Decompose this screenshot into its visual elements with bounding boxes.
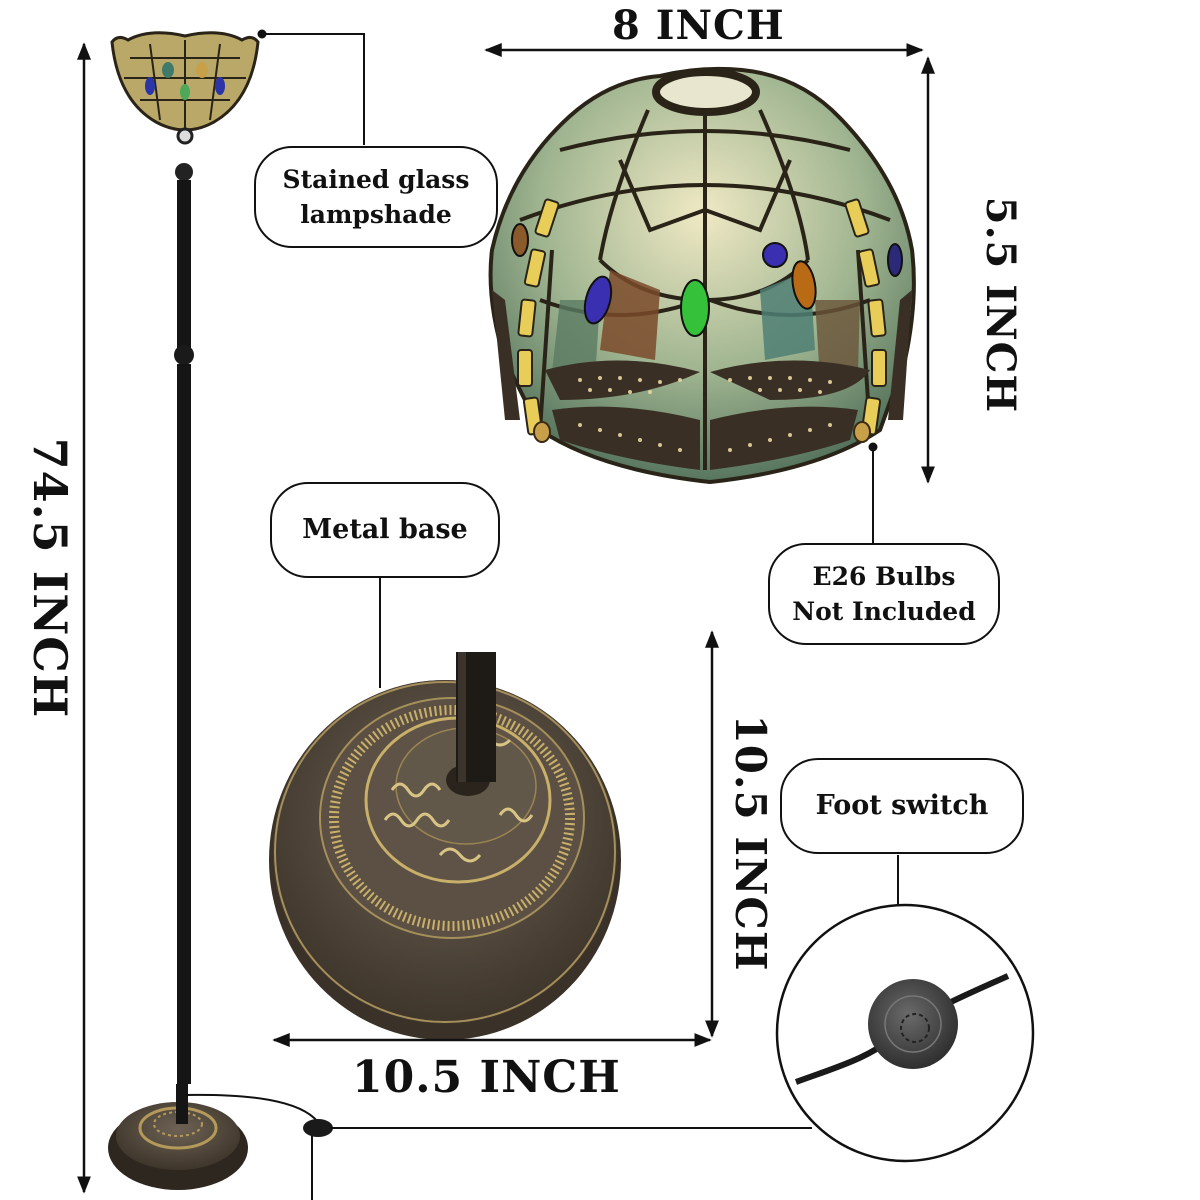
callout-bulbs-line2: Not Included xyxy=(792,597,976,626)
metal-base-closeup xyxy=(269,652,621,1040)
dimension-shade-width: 8 INCH xyxy=(612,2,785,49)
callout-foot-switch: Foot switch xyxy=(780,758,1024,854)
stained-glass-shade-closeup xyxy=(488,66,916,485)
dimension-base-height: 10.5 INCH xyxy=(726,714,775,972)
dimension-shade-height: 5.5 INCH xyxy=(977,196,1024,414)
foot-switch-closeup xyxy=(775,903,1035,1163)
callout-lampshade-line2: lampshade xyxy=(300,200,452,229)
callout-lampshade-line1: Stained glass xyxy=(282,165,470,194)
callout-foot-switch-label: Foot switch xyxy=(815,790,989,822)
dimension-base-width: 10.5 INCH xyxy=(352,1052,621,1103)
callout-metal-base: Metal base xyxy=(270,482,500,578)
callout-bulbs-line1: E26 Bulbs xyxy=(812,562,956,591)
callout-e26-bulbs: E26 Bulbs Not Included xyxy=(768,543,1000,645)
callout-metal-base-label: Metal base xyxy=(302,514,468,546)
bulbs-leader-line xyxy=(868,442,878,545)
callout-stained-glass-lampshade: Stained glass lampshade xyxy=(254,146,498,248)
dimension-total-height: 74.5 INCH xyxy=(23,437,77,719)
floor-lamp-illustration xyxy=(108,31,333,1200)
foot-switch-leader-line xyxy=(330,855,899,1129)
lampshade-leader-line xyxy=(257,29,365,145)
